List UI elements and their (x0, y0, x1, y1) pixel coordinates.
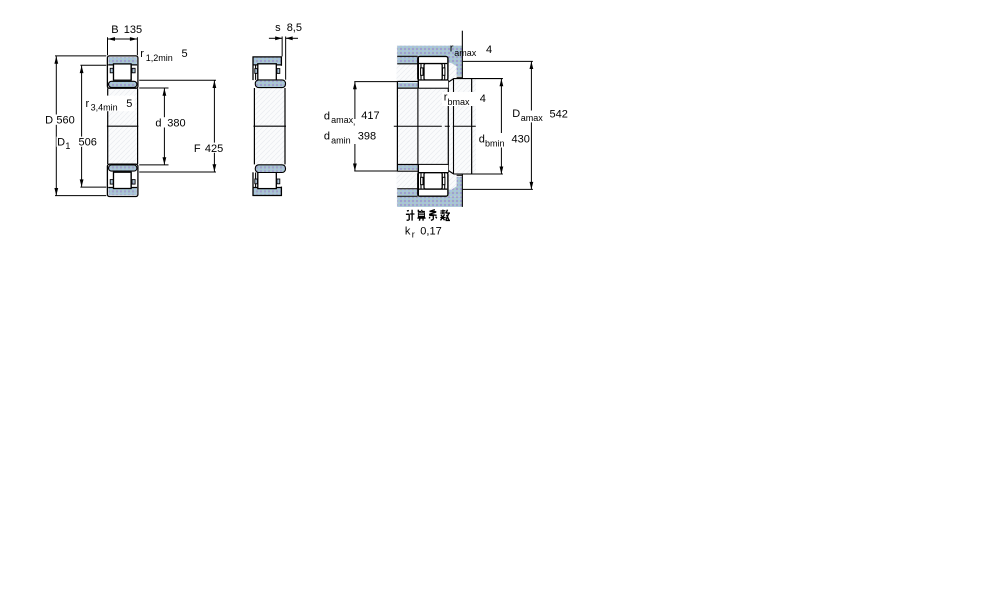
svg-text:amax: amax (454, 48, 477, 58)
svg-text:3,4min: 3,4min (91, 103, 118, 113)
svg-text:,: , (353, 117, 356, 127)
svg-text:r: r (140, 48, 144, 60)
svg-text:1: 1 (65, 141, 70, 151)
svg-text:380: 380 (167, 118, 185, 130)
svg-text:amin: amin (331, 135, 351, 145)
svg-text:4: 4 (480, 93, 486, 105)
svg-text:5: 5 (126, 98, 132, 110)
svg-text:135: 135 (124, 24, 142, 36)
svg-text:d: d (479, 134, 485, 146)
svg-text:4: 4 (486, 44, 492, 56)
svg-text:amax: amax (331, 115, 354, 125)
svg-text:425: 425 (205, 143, 223, 155)
svg-text:r: r (444, 91, 448, 103)
svg-text:1,2min: 1,2min (146, 53, 173, 63)
svg-text:398: 398 (358, 130, 376, 142)
svg-text:d: d (324, 131, 330, 143)
svg-text:r: r (450, 43, 454, 55)
svg-text:8,5: 8,5 (287, 22, 302, 34)
svg-text:r: r (86, 98, 90, 110)
svg-text:d: d (324, 111, 330, 123)
svg-text:D: D (512, 108, 520, 120)
svg-text:0,17: 0,17 (420, 226, 441, 238)
svg-text:5: 5 (182, 48, 188, 60)
svg-text:r: r (412, 229, 415, 239)
svg-text:D: D (57, 137, 65, 149)
svg-text:d: d (155, 118, 161, 130)
svg-text:417: 417 (361, 110, 379, 122)
svg-text:bmin: bmin (485, 138, 505, 148)
svg-text:k: k (405, 226, 411, 238)
svg-text:bmax: bmax (448, 97, 471, 107)
svg-text:D: D (45, 115, 53, 127)
svg-text:amax: amax (521, 113, 544, 123)
svg-text:542: 542 (550, 109, 568, 121)
svg-text:B: B (111, 24, 118, 36)
svg-text:506: 506 (79, 137, 97, 149)
svg-text:560: 560 (56, 115, 74, 127)
svg-text:F: F (194, 143, 201, 155)
svg-text:430: 430 (512, 134, 530, 146)
svg-text:s: s (275, 22, 281, 34)
